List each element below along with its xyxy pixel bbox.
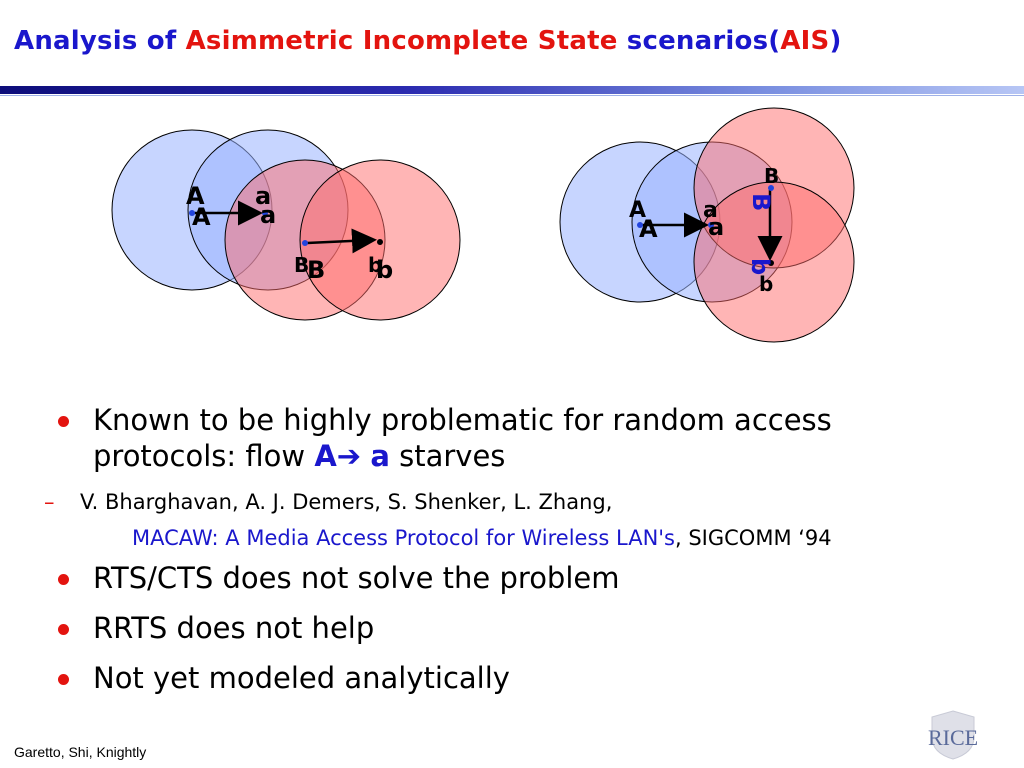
bullet-dot-icon <box>58 674 69 685</box>
label-b-small-right: b <box>759 272 773 296</box>
label-a-right: a <box>708 213 724 241</box>
node-b-right <box>768 260 774 266</box>
bullet-1-flow-a: a <box>370 439 390 473</box>
label-a-small-left: a <box>255 182 271 210</box>
label-b-small-left: b <box>368 253 382 277</box>
node-a-left <box>262 210 268 216</box>
node-B-right <box>768 185 774 191</box>
bullet-item-1: Known to be highly problematic for rando… <box>58 402 1008 474</box>
title-acronym: AIS <box>780 26 830 56</box>
label-b-rotated-right: b <box>746 258 774 275</box>
label-B-small-right: B <box>764 164 779 188</box>
label-a-left: a <box>260 201 276 229</box>
rice-crest-icon: RICE <box>912 707 994 762</box>
reference-link[interactable]: MACAW: A Media Access Protocol for Wirel… <box>132 526 675 550</box>
title-part-scenarios: scenarios <box>626 26 769 56</box>
bullet-item-2: RTS/CTS does not solve the problem <box>58 560 1008 596</box>
node-B-left <box>302 240 308 246</box>
label-b-left: b <box>376 256 393 284</box>
bullet-3-text: RRTS does not help <box>93 611 375 645</box>
logo-text: RICE <box>928 725 978 750</box>
reference-authors: V. Bharghavan, A. J. Demers, S. Shenker,… <box>80 490 613 514</box>
diagrams: A A a a B B b b A A a a B B b b <box>111 107 855 343</box>
diagram-right: A A a a B B b b <box>559 107 855 343</box>
bullet-1-flow-A: A <box>314 439 337 473</box>
bullet-list-2: RTS/CTS does not solve the problem RRTS … <box>58 560 1008 706</box>
reference-venue: , SIGCOMM ‘94 <box>675 526 832 550</box>
title-part-analysis: Analysis of <box>14 26 177 56</box>
bullet-dot-icon <box>58 624 69 635</box>
sub-bullet-reference: – V. Bharghavan, A. J. Demers, S. Shenke… <box>44 484 1004 556</box>
bullet-dot-icon <box>58 574 69 585</box>
bullet-dot-icon <box>58 416 69 427</box>
flow-arrow-B-b-left <box>306 228 377 254</box>
title-paren-open: ( <box>768 26 781 56</box>
title-part-asymmetric: Asimmetric Incomplete State <box>185 26 618 56</box>
label-B-small-left: B <box>294 253 309 277</box>
bullet-item-3: RRTS does not help <box>58 610 1008 646</box>
bullet-1-line-1: Known to be highly problematic for rando… <box>93 403 832 437</box>
node-A-left <box>189 210 195 216</box>
node-a-right <box>708 222 714 228</box>
right-arrow-icon: ➔ <box>336 439 362 473</box>
bullet-item-4: Not yet modeled analytically <box>58 660 1008 696</box>
diagram-left: A A a a B B b b <box>111 129 461 321</box>
label-A-right: A <box>639 215 658 243</box>
footer-authors: Garetto, Shi, Knightly <box>14 744 147 760</box>
bullet-4-text: Not yet modeled analytically <box>93 661 510 695</box>
title-rule <box>0 86 1024 94</box>
node-A-right <box>637 222 643 228</box>
bullet-1-starves: starves <box>399 439 506 473</box>
label-A-small-left: A <box>186 182 205 210</box>
title-rule-thin <box>0 95 1024 96</box>
label-A-small-right: A <box>629 198 646 223</box>
sub-bullet-dash: – <box>44 490 55 514</box>
title-paren-close: ) <box>829 26 842 56</box>
slide-title: Analysis of Asimmetric Incomplete State … <box>14 26 842 56</box>
label-B-left: B <box>307 256 325 284</box>
range-circle-b-right <box>693 181 855 343</box>
label-A-left: A <box>192 203 211 231</box>
label-B-rotated-right: B <box>747 193 775 211</box>
bullet-2-text: RTS/CTS does not solve the problem <box>93 561 620 595</box>
reference-line-2: MACAW: A Media Access Protocol for Wirel… <box>44 520 1004 556</box>
bullet-list: Known to be highly problematic for rando… <box>58 402 1008 484</box>
bullet-1-line-2-pre: protocols: flow <box>93 439 306 473</box>
label-a-small-right: a <box>703 198 718 223</box>
node-b-left <box>377 239 383 245</box>
